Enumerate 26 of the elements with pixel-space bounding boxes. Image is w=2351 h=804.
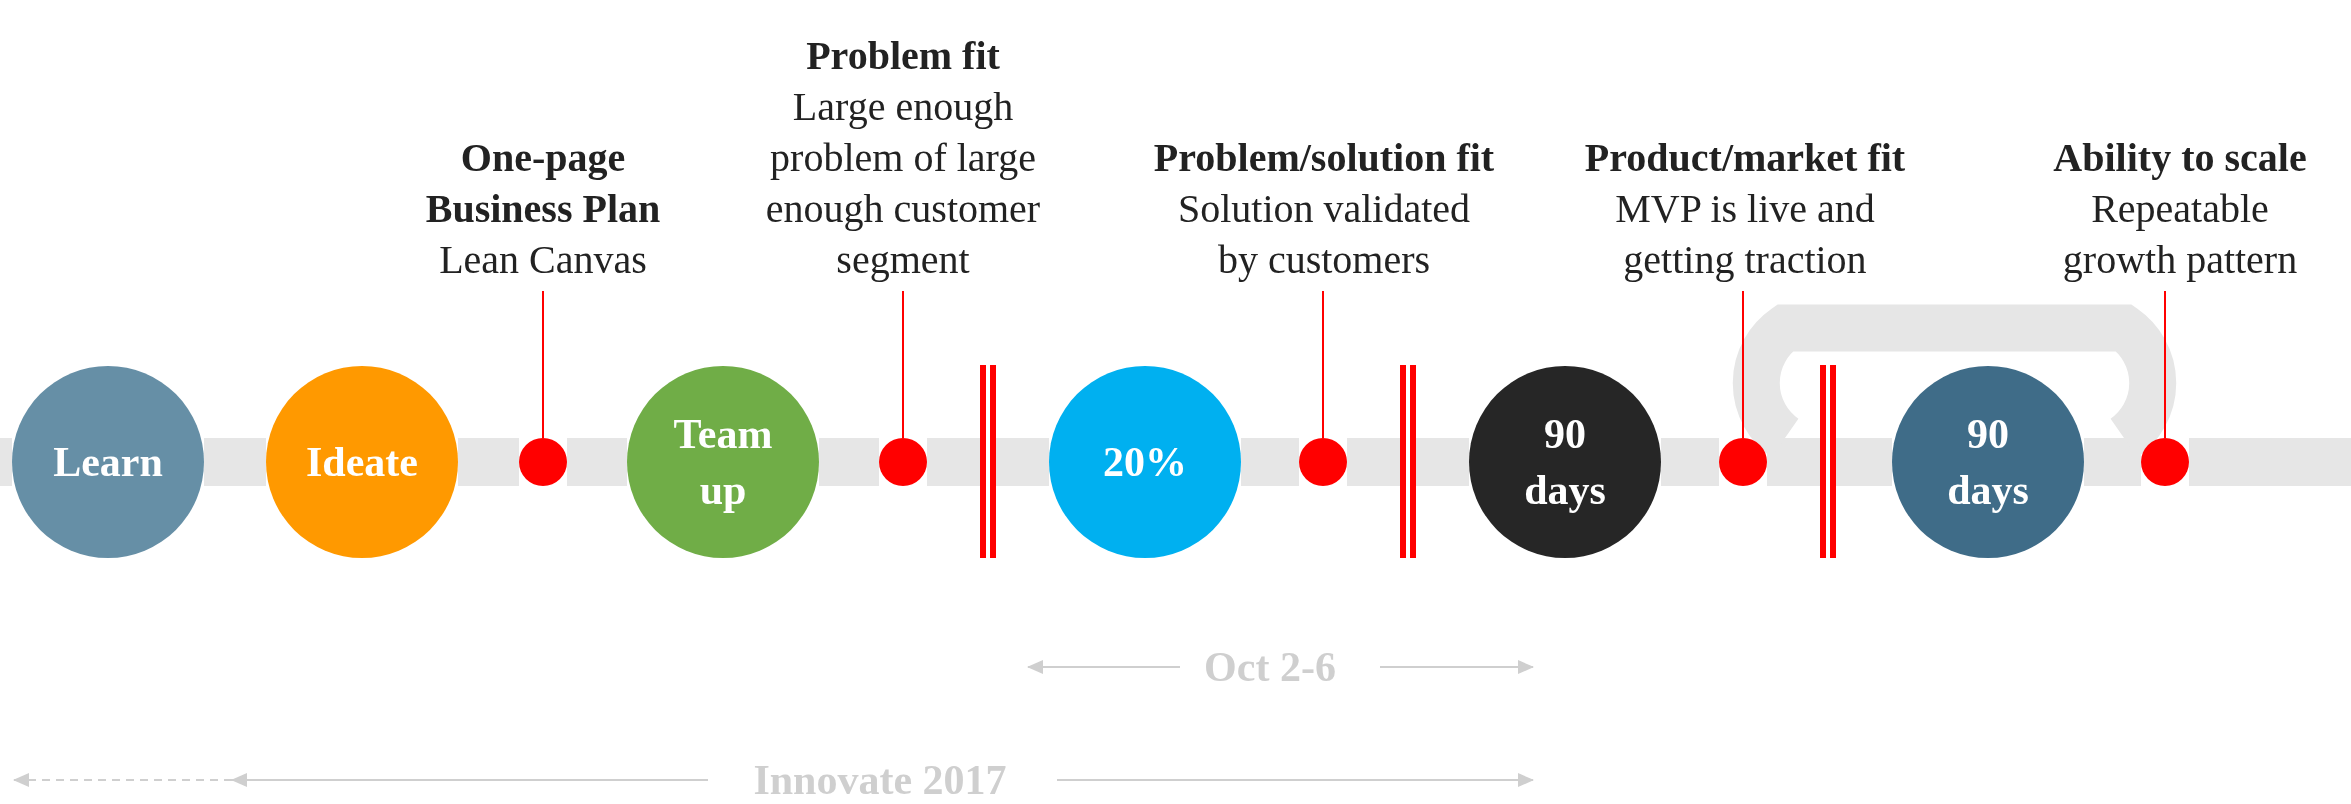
leader-line xyxy=(542,290,544,439)
milestone-title: Problem fit xyxy=(805,32,1001,80)
milestone-title: Problem/solution fit xyxy=(1152,134,1496,182)
stage-label: 20% xyxy=(1102,438,1188,487)
milestone-dot xyxy=(519,438,567,486)
milestone-description: MVP is live and getting traction xyxy=(1614,185,1876,284)
milestone-description: Lean Canvas xyxy=(438,236,648,284)
stage-label: Learn xyxy=(52,438,164,487)
milestone-title: Ability to scale xyxy=(2052,134,2308,182)
milestone-title: Product/market fit xyxy=(1583,134,1907,182)
milestone-dot xyxy=(2141,438,2189,486)
milestone-title: One-page Business Plan xyxy=(424,134,662,233)
stage-label: Team up xyxy=(672,410,774,515)
milestone-description: Large enough problem of large enough customer segment xyxy=(764,83,1042,284)
leader-line xyxy=(1742,290,1744,439)
stage-label: 90 days xyxy=(1523,410,1607,515)
leader-line xyxy=(2164,290,2166,439)
milestone-description: Repeatable growth pattern xyxy=(2061,185,2299,284)
milestone-dot xyxy=(1719,438,1767,486)
leader-line xyxy=(902,290,904,439)
milestone-dot xyxy=(1299,438,1347,486)
milestone-description: Solution validated by customers xyxy=(1176,185,1472,284)
stage-label: Ideate xyxy=(305,438,419,487)
stage-label: 90 days xyxy=(1946,410,2030,515)
leader-line xyxy=(1322,290,1324,439)
milestone-dot xyxy=(879,438,927,486)
